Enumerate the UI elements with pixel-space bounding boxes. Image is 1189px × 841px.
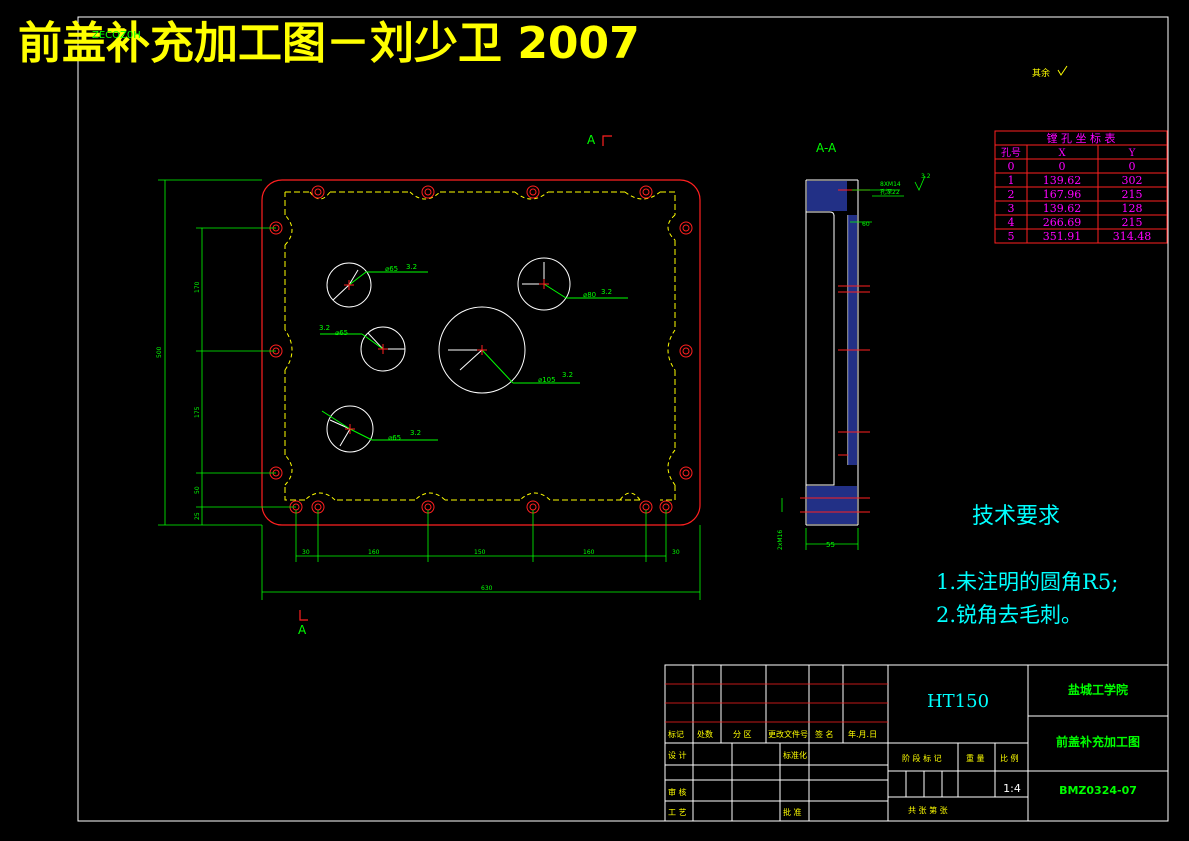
coord-table-cell: 4 — [1008, 216, 1015, 229]
coord-table-cell: 302 — [1122, 174, 1143, 187]
rough-label-1: 3.2 — [406, 263, 417, 271]
dim-30-left: 30 — [302, 549, 310, 556]
coord-table-cell: 2 — [1008, 188, 1015, 201]
tech-heading: 技术要求 — [972, 504, 1060, 529]
dim-height: 500 — [156, 346, 163, 358]
rough-label-side: 3.2 — [921, 173, 931, 180]
dim-width: 630 — [481, 585, 493, 592]
coord-table-cell: 139.62 — [1043, 202, 1082, 215]
tb-drawing-no: BMZ0324-07 — [1059, 784, 1137, 797]
rough-label-3: 3.2 — [319, 324, 330, 332]
section-marker-bottom: A — [298, 623, 307, 637]
coord-table-cell: 0 — [1008, 160, 1015, 173]
tb-weight: 重 量 — [966, 753, 985, 763]
coord-table-title: 镗 孔 坐 标 表 — [1047, 131, 1116, 145]
tech-line-2: 2.锐角去毛刺。 — [936, 603, 1082, 627]
dim-170: 170 — [194, 281, 201, 293]
tb-sheets: 共 张 第 张 — [908, 805, 948, 815]
tb-design: 设 计 — [668, 750, 687, 760]
coord-table-cell: 0 — [1059, 160, 1066, 173]
rough-label-5: 3.2 — [410, 429, 421, 437]
coord-table-cell: 215 — [1122, 188, 1143, 201]
coord-table-header: Y — [1128, 148, 1136, 159]
dim-side-60: 60 — [862, 221, 870, 228]
dim-160-b: 160 — [583, 549, 595, 556]
front-view: ⌀65 3.2 ⌀80 3.2 ⌀65 3.2 ⌀105 3.2 ⌀65 3.2… — [156, 133, 701, 637]
dim-150: 150 — [474, 549, 486, 556]
rough-mark-label: 其余 — [1032, 67, 1050, 79]
rough-check-icon — [1057, 65, 1068, 76]
tb-drawing-name: 前盖补充加工图 — [1056, 734, 1140, 749]
tb-h-date: 年.月.日 — [848, 729, 877, 739]
tb-h-count: 处数 — [697, 729, 713, 739]
tb-h-docno: 更改文件号 — [768, 729, 808, 739]
coord-table-cell: 0 — [1129, 160, 1136, 173]
coord-table-cell: 3 — [1008, 202, 1015, 215]
coord-table-cell: 1 — [1008, 174, 1015, 187]
dim-side-thread: 2xM16 — [777, 530, 784, 550]
hole-label-80: ⌀80 — [583, 291, 596, 299]
dim-side-55: 55 — [826, 541, 835, 549]
coord-table-cell: 128 — [1122, 202, 1143, 215]
dim-side-deep: 孔深22 — [880, 188, 900, 196]
section-view-label: A-A — [816, 141, 837, 155]
title-block: HT150 盐城工学院 前盖补充加工图 BMZ0324-07 1:4 标记 处数… — [664, 664, 1169, 822]
tb-school: 盐城工学院 — [1068, 682, 1128, 697]
hole-label-65a: ⌀65 — [385, 265, 398, 273]
drawing-title: 前盖补充加工图－刘少卫 2007 — [18, 18, 640, 69]
coord-table-cell: 167.96 — [1043, 188, 1082, 201]
dim-side-m14: 8XM14 — [880, 181, 901, 188]
tb-std: 标准化 — [783, 750, 807, 760]
dim-175: 175 — [194, 406, 201, 418]
tb-h-zone: 分 区 — [733, 730, 752, 739]
section-view: A-A — [777, 141, 931, 550]
coord-table-cell: 351.91 — [1043, 230, 1082, 243]
hole-label-65c: ⌀65 — [388, 434, 401, 442]
section-marker-top: A — [587, 133, 596, 147]
tb-scale: 1:4 — [1003, 782, 1021, 795]
dim-25: 25 — [194, 512, 201, 520]
hole-label-105: ⌀105 — [538, 376, 556, 384]
tb-approve: 批 准 — [783, 807, 802, 817]
tb-material: HT150 — [927, 691, 989, 712]
coord-table-cell: 139.62 — [1043, 174, 1082, 187]
rough-label-2: 3.2 — [601, 288, 612, 296]
dim-160-a: 160 — [368, 549, 380, 556]
coord-table-cell: 5 — [1008, 230, 1015, 243]
tb-h-sign: 签 名 — [815, 729, 834, 739]
rough-label-4: 3.2 — [562, 371, 573, 379]
tb-review: 审 核 — [668, 787, 687, 797]
tb-process: 工 艺 — [668, 808, 687, 817]
hole-label-65b: ⌀65 — [335, 329, 348, 337]
dim-30-right: 30 — [672, 549, 680, 556]
drawing-frame — [77, 16, 1169, 822]
tb-ratio: 比 例 — [1000, 753, 1019, 763]
tech-line-1: 1.未注明的圆角R5; — [936, 570, 1118, 594]
coord-table-cell: 215 — [1122, 216, 1143, 229]
coord-table-cell: 266.69 — [1043, 216, 1082, 229]
dim-50: 50 — [194, 486, 201, 494]
coord-table-header: 孔号 — [1001, 147, 1021, 159]
coord-table-header: X — [1058, 148, 1066, 159]
tb-h-mark: 标记 — [668, 729, 684, 739]
tb-stage: 阶 段 标 记 — [902, 753, 942, 763]
stamp-label: ZECOZ0H — [92, 30, 141, 41]
coord-table-cell: 314.48 — [1113, 230, 1152, 243]
